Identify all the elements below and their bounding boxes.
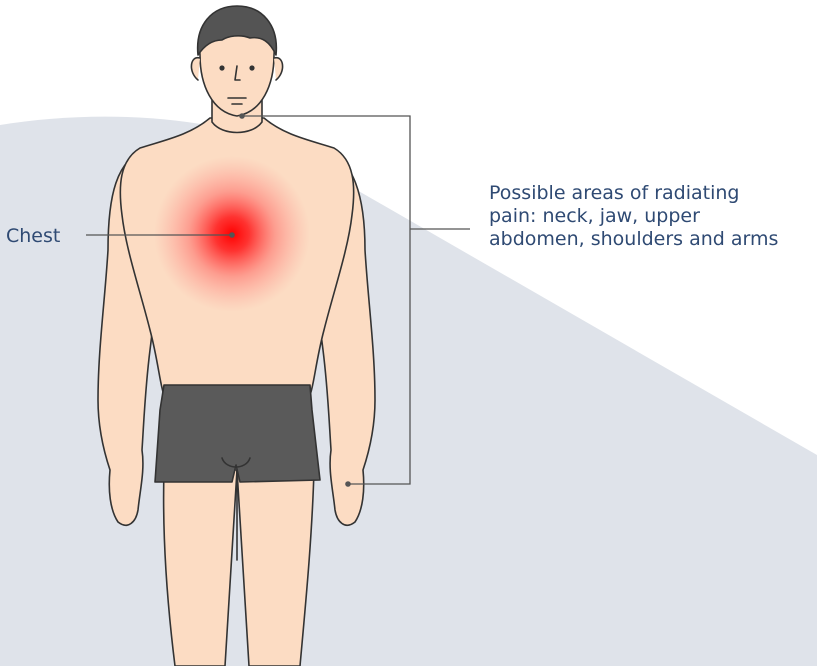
radiating-pain-line-1: Possible areas of radiating xyxy=(489,182,817,205)
chest-point-marker xyxy=(229,232,235,238)
jaw-point-marker xyxy=(239,113,245,119)
radiating-pain-label: Possible areas of radiating pain: neck, … xyxy=(489,182,817,251)
chest-label: Chest xyxy=(6,225,60,248)
hand-point-marker xyxy=(345,481,351,487)
left-leg xyxy=(164,470,237,666)
right-leg xyxy=(237,470,314,666)
radiating-pain-line-2: pain: neck, jaw, upper xyxy=(489,205,817,228)
radiating-pain-line-3: abdomen, shoulders and arms xyxy=(489,228,817,251)
